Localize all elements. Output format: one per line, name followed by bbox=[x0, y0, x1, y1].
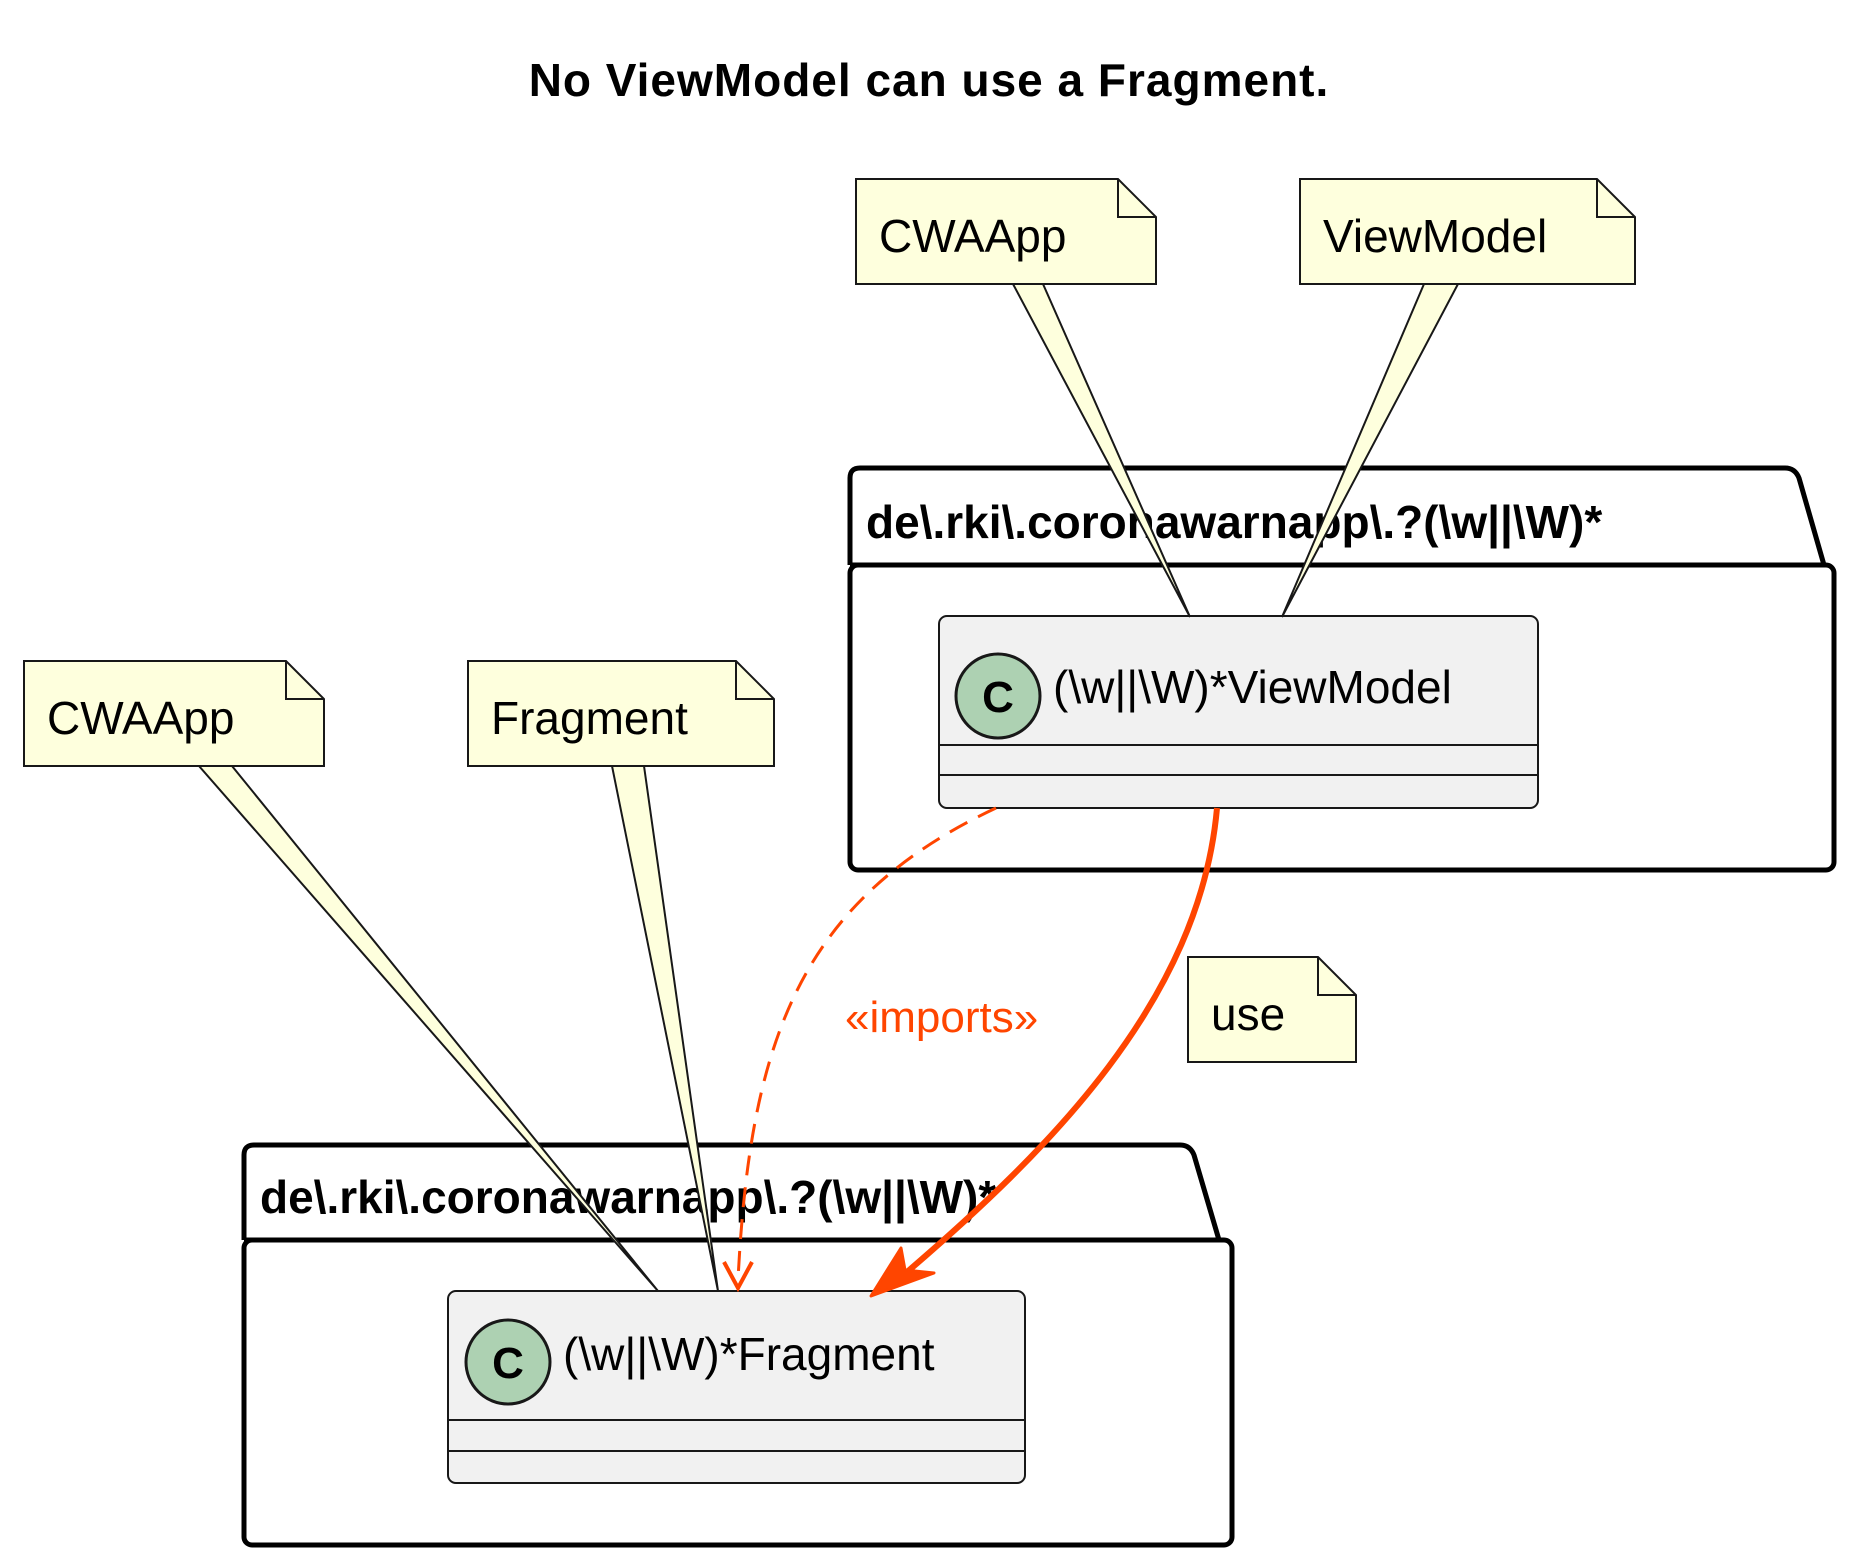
note-text: ViewModel bbox=[1323, 210, 1547, 262]
package-tab bbox=[241, 1142, 1222, 1241]
note-fr-fragment[interactable]: Fragment bbox=[467, 660, 775, 1292]
package-name: de\.rki\.coronawarnapp\.?(\w||\W)* bbox=[866, 496, 1602, 548]
edge-line bbox=[898, 807, 1220, 1281]
note-text: CWAApp bbox=[879, 210, 1066, 262]
edge-arrowhead bbox=[869, 1246, 936, 1298]
note-text: use bbox=[1211, 988, 1285, 1040]
edge-arrowhead bbox=[722, 1261, 754, 1293]
note-vm-viewmodel[interactable]: ViewModel bbox=[1281, 178, 1636, 618]
edge-line bbox=[736, 806, 997, 1281]
note-text: CWAApp bbox=[47, 692, 234, 744]
note-pointer bbox=[1281, 283, 1460, 618]
note-vm-cwaapp[interactable]: CWAApp bbox=[855, 178, 1191, 618]
note-fr-cwaapp[interactable]: CWAApp bbox=[23, 660, 659, 1292]
edge-label: «imports» bbox=[845, 993, 1038, 1042]
class-icon bbox=[464, 1318, 552, 1406]
note-pointer bbox=[196, 765, 659, 1292]
class-fragment[interactable]: C (\w||\W)*Fragment bbox=[447, 1290, 1026, 1484]
edge-use[interactable] bbox=[869, 807, 1220, 1298]
edge-imports[interactable]: «imports» bbox=[722, 806, 1038, 1293]
class-name: (\w||\W)*Fragment bbox=[563, 1328, 935, 1380]
package-name: de\.rki\.coronawarnapp\.?(\w||\W)* bbox=[260, 1171, 996, 1223]
note-use[interactable]: use bbox=[1187, 956, 1357, 1063]
class-name: (\w||\W)*ViewModel bbox=[1053, 661, 1452, 713]
note-pointer bbox=[610, 765, 719, 1292]
diagram-title: No ViewModel can use a Fragment. bbox=[529, 54, 1330, 106]
package-tab bbox=[847, 465, 1827, 566]
note-text: Fragment bbox=[491, 692, 688, 744]
class-icon-letter: C bbox=[982, 673, 1014, 722]
note-pointer bbox=[1011, 283, 1191, 618]
class-icon bbox=[954, 652, 1042, 740]
class-viewmodel[interactable]: C (\w||\W)*ViewModel bbox=[938, 615, 1539, 809]
class-icon-letter: C bbox=[492, 1339, 524, 1388]
